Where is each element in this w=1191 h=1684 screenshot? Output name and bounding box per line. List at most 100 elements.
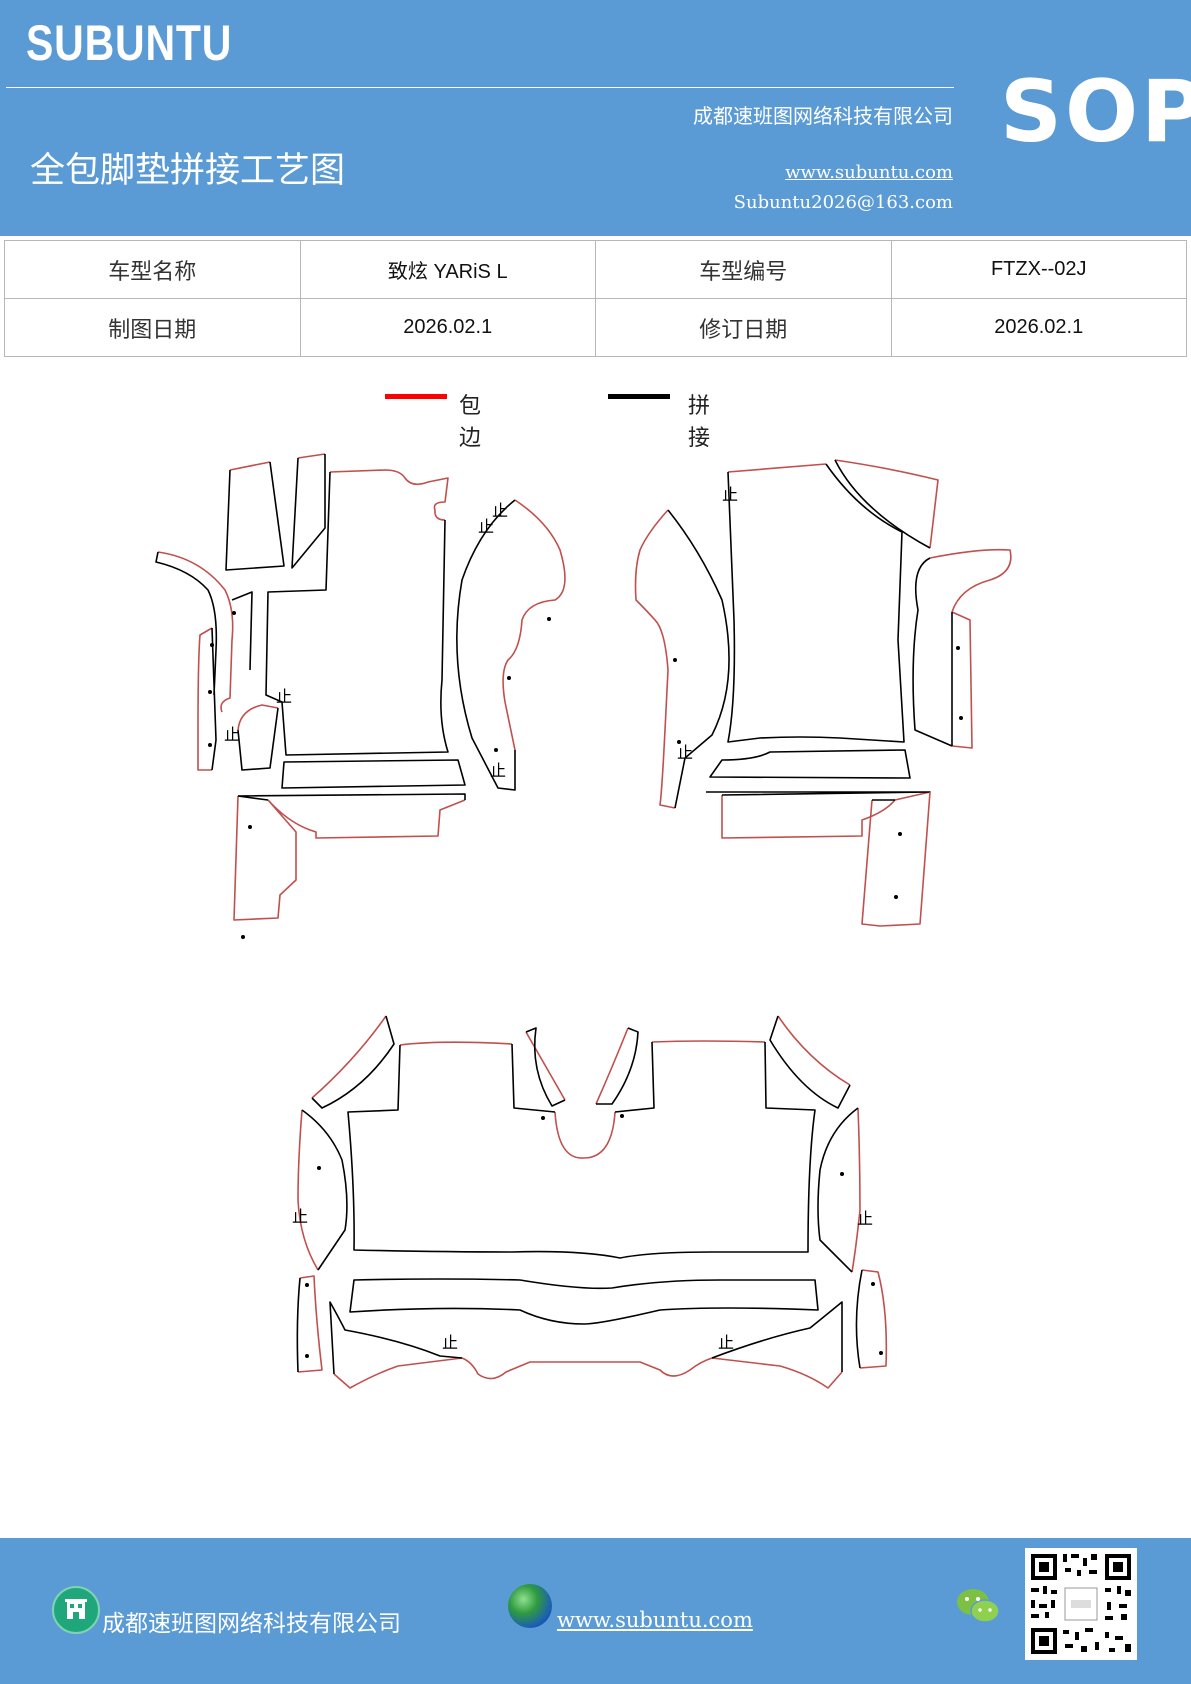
- mat-piece: [229, 461, 271, 471]
- mat-piece: [197, 627, 213, 771]
- mat-piece: [834, 459, 939, 549]
- mat-piece: [595, 1027, 629, 1105]
- mat-piece: [157, 551, 234, 713]
- stop-mark: 止: [490, 761, 506, 780]
- stop-marks: 止 止 止 止 止 止 止 止 止 止 止: [224, 485, 873, 1352]
- stop-mark: 止: [677, 743, 693, 762]
- mat-piece: [817, 1107, 859, 1273]
- mat-piece: [929, 548, 1012, 613]
- mat-piece: [777, 1015, 851, 1086]
- stop-mark: 止: [478, 517, 494, 536]
- footer: 成都速班图网络科技有限公司 www.subuntu.com: [0, 1538, 1191, 1684]
- mat-piece: [265, 471, 449, 756]
- legend-edge-swatch: [385, 394, 447, 399]
- mat-piece: [233, 795, 297, 921]
- stop-mark: 止: [276, 687, 292, 706]
- model-name-value: 致炫 YARiS L: [299, 240, 596, 299]
- wechat-icon[interactable]: [955, 1586, 1001, 1626]
- legend-seam-swatch: [608, 394, 670, 399]
- mat-piece: [554, 1111, 616, 1159]
- front-left-mat-group: [155, 453, 566, 921]
- vehicle-info-table: 车型名称 致炫 YARiS L 车型编号 FTZX--02J 制图日期 2026…: [4, 240, 1187, 357]
- stop-mark: 止: [492, 501, 508, 520]
- front-right-mat-group: [634, 459, 1012, 927]
- mat-piece: [311, 1015, 395, 1109]
- revise-date-label: 修订日期: [595, 298, 892, 357]
- mat-piece: [727, 463, 905, 743]
- model-name-label: 车型名称: [4, 240, 301, 299]
- mat-piece: [456, 499, 516, 791]
- mat-piece: [859, 1269, 888, 1369]
- revise-date-value: 2026.02.1: [890, 298, 1187, 357]
- draw-date-value: 2026.02.1: [299, 298, 596, 357]
- mat-piece: [951, 611, 973, 749]
- mat-piece: [333, 1357, 843, 1389]
- email-address: Subuntu2026@163.com: [733, 192, 953, 213]
- mat-piece: [347, 1041, 816, 1259]
- mat-piece: [596, 1027, 639, 1105]
- mat-piece: [237, 707, 279, 771]
- stop-mark: 止: [224, 725, 240, 744]
- mat-piece: [709, 749, 911, 779]
- draw-date-label: 制图日期: [4, 298, 301, 357]
- mat-piece: [237, 795, 269, 801]
- mat-piece: [634, 509, 676, 809]
- floor-mat-pattern-diagram: 止 止 止 止 止 止 止 止 止 止 止: [155, 453, 1012, 1389]
- page-title: 全包脚垫拼接工艺图: [30, 151, 346, 191]
- mat-piece: [511, 1041, 655, 1113]
- stop-mark: 止: [292, 1207, 308, 1226]
- stop-mark: 止: [857, 1209, 873, 1228]
- table-row: 制图日期 2026.02.1 修订日期 2026.02.1: [4, 298, 1187, 357]
- mat-piece: [667, 509, 730, 809]
- model-code-value: FTZX--02J: [890, 240, 1187, 299]
- legend-seam-label: 拼接: [688, 394, 711, 451]
- globe-icon: [508, 1584, 552, 1628]
- mat-piece: [861, 791, 931, 927]
- mat-piece: [297, 1109, 319, 1271]
- mat-piece: [721, 791, 931, 839]
- mat-piece: [311, 1015, 387, 1099]
- mat-piece: [349, 1278, 819, 1325]
- mat-piece: [329, 1301, 843, 1375]
- mat-piece: [237, 793, 466, 800]
- stop-mark: 止: [442, 1333, 458, 1352]
- mat-piece: [281, 759, 466, 789]
- company-name: 成都速班图网络科技有限公司: [693, 104, 953, 128]
- mat-piece: [329, 469, 449, 521]
- qr-code: [1025, 1548, 1137, 1660]
- mat-piece: [155, 551, 218, 696]
- mat-piece: [399, 1040, 766, 1046]
- mat-piece: [855, 1269, 863, 1369]
- mat-piece: [834, 459, 931, 549]
- mat-piece: [225, 461, 285, 571]
- mat-piece: [237, 704, 279, 731]
- mat-piece: [525, 1031, 566, 1101]
- model-code-label: 车型编号: [595, 240, 892, 299]
- mat-piece: [267, 799, 466, 839]
- mat-piece: [706, 791, 931, 796]
- mat-piece: [297, 1275, 323, 1373]
- brand-logo: SUBUNTU: [26, 15, 233, 71]
- footer-company-name: 成都速班图网络科技有限公司: [102, 1611, 401, 1637]
- mat-piece: [912, 557, 953, 747]
- mat-piece: [301, 1109, 348, 1271]
- legend-edge-label: 包边: [459, 394, 482, 451]
- header-divider: [6, 87, 954, 88]
- mat-piece: [296, 1277, 301, 1373]
- sop-badge: SOP: [1000, 62, 1191, 162]
- website-link[interactable]: www.subuntu.com: [785, 162, 953, 183]
- mat-piece: [851, 1107, 861, 1273]
- mat-piece: [211, 627, 217, 771]
- header: SUBUNTU SOP 成都速班图网络科技有限公司 全包脚垫拼接工艺图 www.…: [0, 0, 1191, 236]
- mat-piece: [297, 453, 326, 459]
- mat-piece: [727, 463, 827, 473]
- building-icon: [52, 1586, 100, 1634]
- mat-piece: [231, 591, 253, 671]
- mat-piece: [769, 1015, 851, 1109]
- mat-piece: [291, 454, 326, 569]
- footer-website-link[interactable]: www.subuntu.com: [557, 1608, 753, 1632]
- placement-dots: [208, 611, 963, 1358]
- mat-piece: [525, 1027, 566, 1107]
- stop-mark: 止: [722, 485, 738, 504]
- stop-mark: 止: [718, 1333, 734, 1352]
